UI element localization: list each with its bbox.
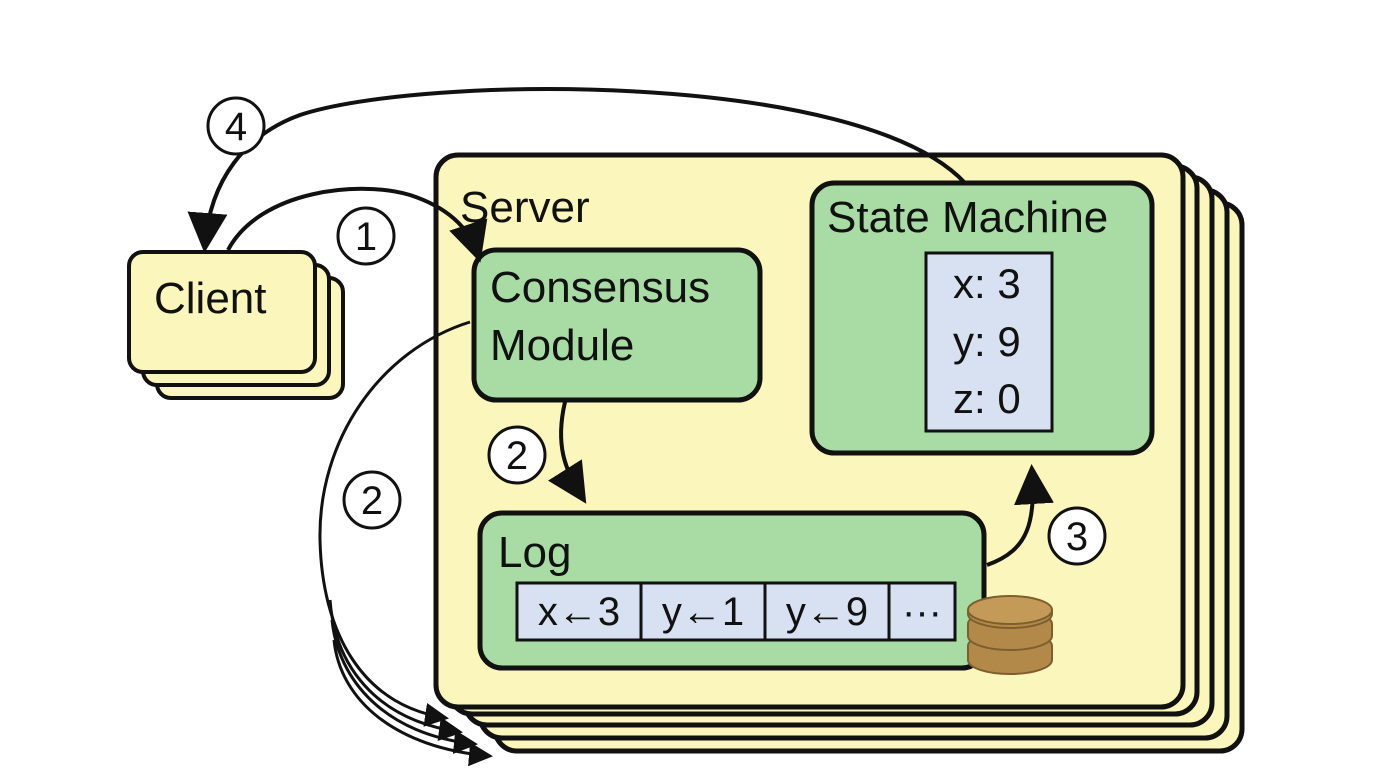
svg-text:2: 2 bbox=[361, 479, 383, 523]
svg-text:2: 2 bbox=[506, 434, 528, 478]
arrow-2-internal bbox=[548, 401, 587, 504]
arrow-1 bbox=[226, 186, 488, 263]
log: Log x←3 y←1 y←9 ··· bbox=[477, 510, 987, 671]
step-badges: 4 1 2 2 3 bbox=[206, 96, 1107, 566]
svg-text:3: 3 bbox=[1066, 515, 1088, 559]
log-entry-2: y←1 bbox=[662, 590, 744, 634]
consensus-module-box bbox=[471, 247, 763, 403]
step-badge-3: 3 bbox=[1047, 506, 1107, 566]
state-var-z: z: 0 bbox=[953, 375, 1021, 422]
svg-text:4: 4 bbox=[225, 105, 247, 149]
step-badge-2-external: 2 bbox=[342, 470, 402, 530]
step-badge-1: 1 bbox=[336, 206, 396, 266]
log-entry-ellipsis: ··· bbox=[902, 590, 942, 634]
disk-icon bbox=[967, 595, 1053, 675]
log-entries-row bbox=[515, 581, 957, 642]
client-label: Client bbox=[154, 274, 267, 323]
state-machine: State Machine x: 3 y: 9 z: 0 bbox=[809, 180, 1155, 456]
arrows bbox=[187, 87, 1054, 767]
arrow-2-to-server-4 bbox=[332, 639, 493, 767]
step-badge-4: 4 bbox=[206, 96, 266, 156]
state-var-x: x: 3 bbox=[953, 260, 1021, 307]
state-table bbox=[924, 251, 1054, 433]
arrow-2-to-server-3 bbox=[330, 619, 478, 754]
arrow-3 bbox=[986, 464, 1054, 567]
svg-text:1: 1 bbox=[355, 215, 377, 259]
log-entry-1: x←3 bbox=[538, 590, 620, 634]
log-label: Log bbox=[498, 528, 571, 577]
state-machine-label: State Machine bbox=[827, 193, 1108, 242]
arrow-2-to-server-1 bbox=[318, 320, 471, 727]
consensus-module: Consensus Module bbox=[471, 247, 763, 403]
log-entry-3: y←9 bbox=[786, 590, 868, 634]
consensus-module-label-2: Module bbox=[490, 321, 634, 370]
step-badge-2-internal: 2 bbox=[487, 425, 547, 485]
server-label: Server bbox=[460, 183, 590, 232]
state-var-y: y: 9 bbox=[953, 318, 1021, 365]
arrow-4 bbox=[187, 87, 967, 253]
consensus-module-label-1: Consensus bbox=[490, 263, 710, 312]
client-stack: Client bbox=[127, 250, 345, 400]
